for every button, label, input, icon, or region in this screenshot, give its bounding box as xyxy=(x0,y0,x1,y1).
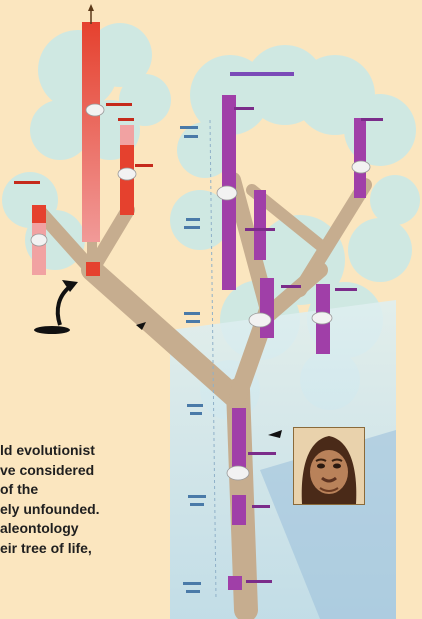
caption-text: ld evolutionist ve considered of the ely… xyxy=(0,441,196,619)
group-heading-mark xyxy=(230,72,294,76)
caption-line: aleontology xyxy=(0,519,196,539)
caption-line: of the xyxy=(0,480,196,500)
caption-line: ely unfounded. xyxy=(0,500,196,520)
arrow-up-icon xyxy=(88,4,94,24)
caption-line: eir tree of life, xyxy=(0,539,196,559)
caption-line: ve considered xyxy=(0,461,196,481)
curved-arrow-icon xyxy=(34,280,78,334)
hominid-face-photo xyxy=(293,427,365,505)
caption-line: ld evolutionist xyxy=(0,441,196,461)
